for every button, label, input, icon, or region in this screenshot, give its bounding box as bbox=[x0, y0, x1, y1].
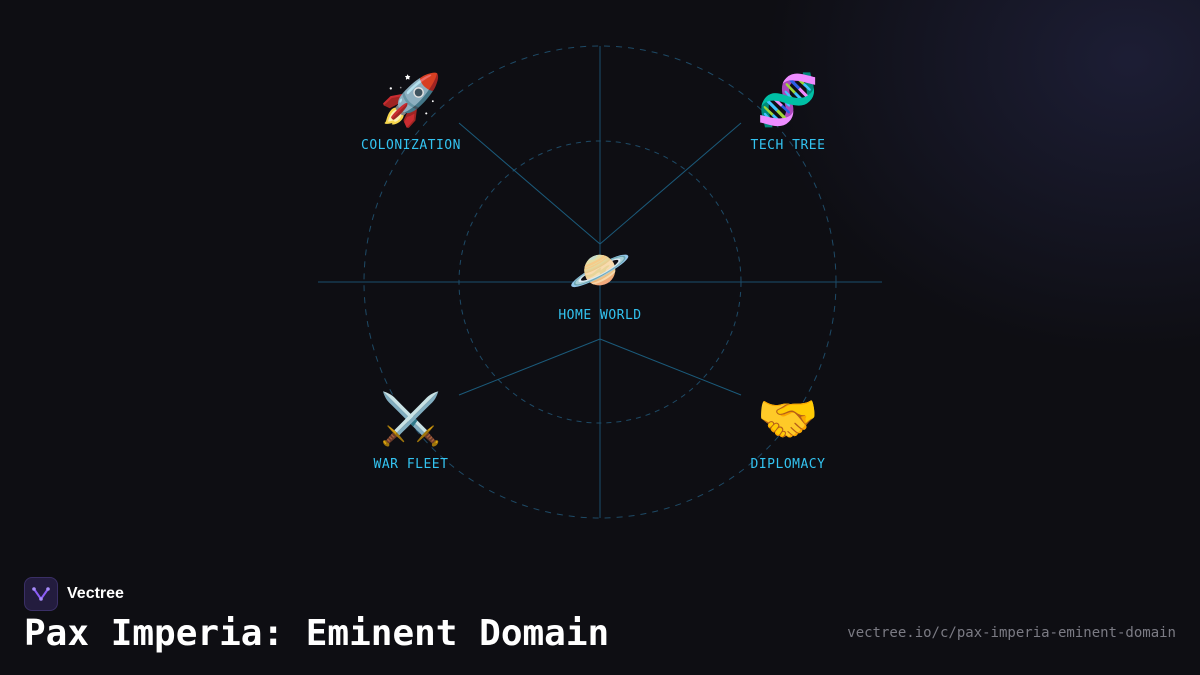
page-url[interactable]: vectree.io/c/pax-imperia-eminent-domain bbox=[847, 625, 1176, 641]
handshake-icon: 🤝 bbox=[756, 390, 820, 448]
node-label: TECH TREE bbox=[750, 138, 826, 153]
vectree-logo-icon bbox=[24, 577, 58, 611]
connector-war-fleet bbox=[458, 338, 601, 396]
node-label: DIPLOMACY bbox=[750, 457, 826, 472]
dna-icon: 🧬 bbox=[756, 71, 820, 129]
node-home-world[interactable]: 🪐 HOME WORLD bbox=[520, 240, 680, 323]
brand-name: Vectree bbox=[67, 585, 124, 602]
ringed-planet-icon: 🪐 bbox=[568, 241, 632, 299]
connector-colonization bbox=[458, 122, 601, 245]
brand[interactable]: Vectree bbox=[24, 577, 124, 611]
page-title: Pax Imperia: Eminent Domain bbox=[24, 613, 610, 654]
rocket-icon: 🚀 bbox=[379, 71, 443, 129]
connector-diplomacy bbox=[599, 338, 742, 396]
node-diplomacy[interactable]: 🤝 DIPLOMACY bbox=[708, 389, 868, 472]
connector-tech-tree bbox=[599, 122, 742, 245]
node-label: WAR FLEET bbox=[373, 457, 449, 472]
crossed-swords-icon: ⚔️ bbox=[379, 390, 443, 448]
node-war-fleet[interactable]: ⚔️ WAR FLEET bbox=[331, 389, 491, 472]
node-label: COLONIZATION bbox=[361, 138, 461, 153]
node-label: HOME WORLD bbox=[558, 308, 642, 323]
node-colonization[interactable]: 🚀 COLONIZATION bbox=[331, 70, 491, 153]
node-tech-tree[interactable]: 🧬 TECH TREE bbox=[708, 70, 868, 153]
